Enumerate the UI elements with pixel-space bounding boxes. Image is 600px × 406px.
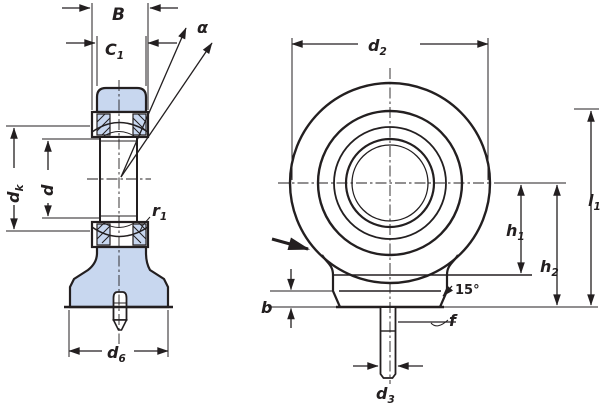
- front-view: d2 h1 h2 l1 b 15°: [261, 36, 600, 406]
- dim-d6: d6: [68, 310, 169, 365]
- label-d6: d6: [107, 343, 126, 365]
- label-d2: d2: [368, 36, 387, 58]
- dim-h1: h1: [506, 184, 525, 274]
- f-leader: [430, 319, 449, 327]
- ball-crown-arc-lower: [91, 226, 149, 238]
- label-15deg: 15°: [455, 283, 480, 298]
- dim-b: b: [261, 269, 333, 328]
- label-f: f: [449, 311, 458, 330]
- dim-d3: d3: [353, 362, 423, 406]
- label-C1: C1: [105, 40, 124, 62]
- ball-crown-arc2: [103, 131, 135, 137]
- chamfer-angle-note: 15°: [442, 283, 480, 298]
- label-h1: h1: [506, 221, 525, 243]
- label-B: B: [112, 5, 125, 25]
- dim-B: B: [62, 3, 178, 110]
- grease-nipple-front: [379, 308, 397, 379]
- label-f-group: f: [430, 311, 458, 330]
- hatch-left-lower: [96, 221, 111, 244]
- label-alpha: α: [197, 18, 209, 37]
- label-r1: r1: [152, 201, 167, 223]
- dim-h2: h2: [540, 184, 561, 306]
- label-dk: dk: [4, 184, 26, 203]
- label-h2: h2: [540, 257, 559, 279]
- side-view: B C1 α dk d: [4, 3, 213, 365]
- dim-d: d: [38, 138, 99, 219]
- dim-dk: dk: [4, 125, 90, 232]
- grease-nipple-tip-side: [112, 319, 128, 331]
- housing-cap: [95, 86, 148, 114]
- label-d3: d3: [376, 384, 395, 406]
- dim-d2: d2: [291, 36, 489, 180]
- dim-C1: C1: [66, 36, 177, 86]
- label-b: b: [261, 298, 272, 317]
- label-r1-group: r1: [139, 201, 167, 232]
- ball-crown-arc: [91, 121, 149, 133]
- angle-alpha: α: [120, 18, 213, 178]
- label-l1: l1: [588, 191, 600, 213]
- r1-leader: [139, 216, 151, 232]
- dim-l1: l1: [574, 108, 600, 306]
- hatch-left: [96, 113, 111, 136]
- ball-section: [99, 136, 138, 223]
- surface-indicator-arrow: [271, 237, 311, 251]
- label-d: d: [38, 184, 57, 196]
